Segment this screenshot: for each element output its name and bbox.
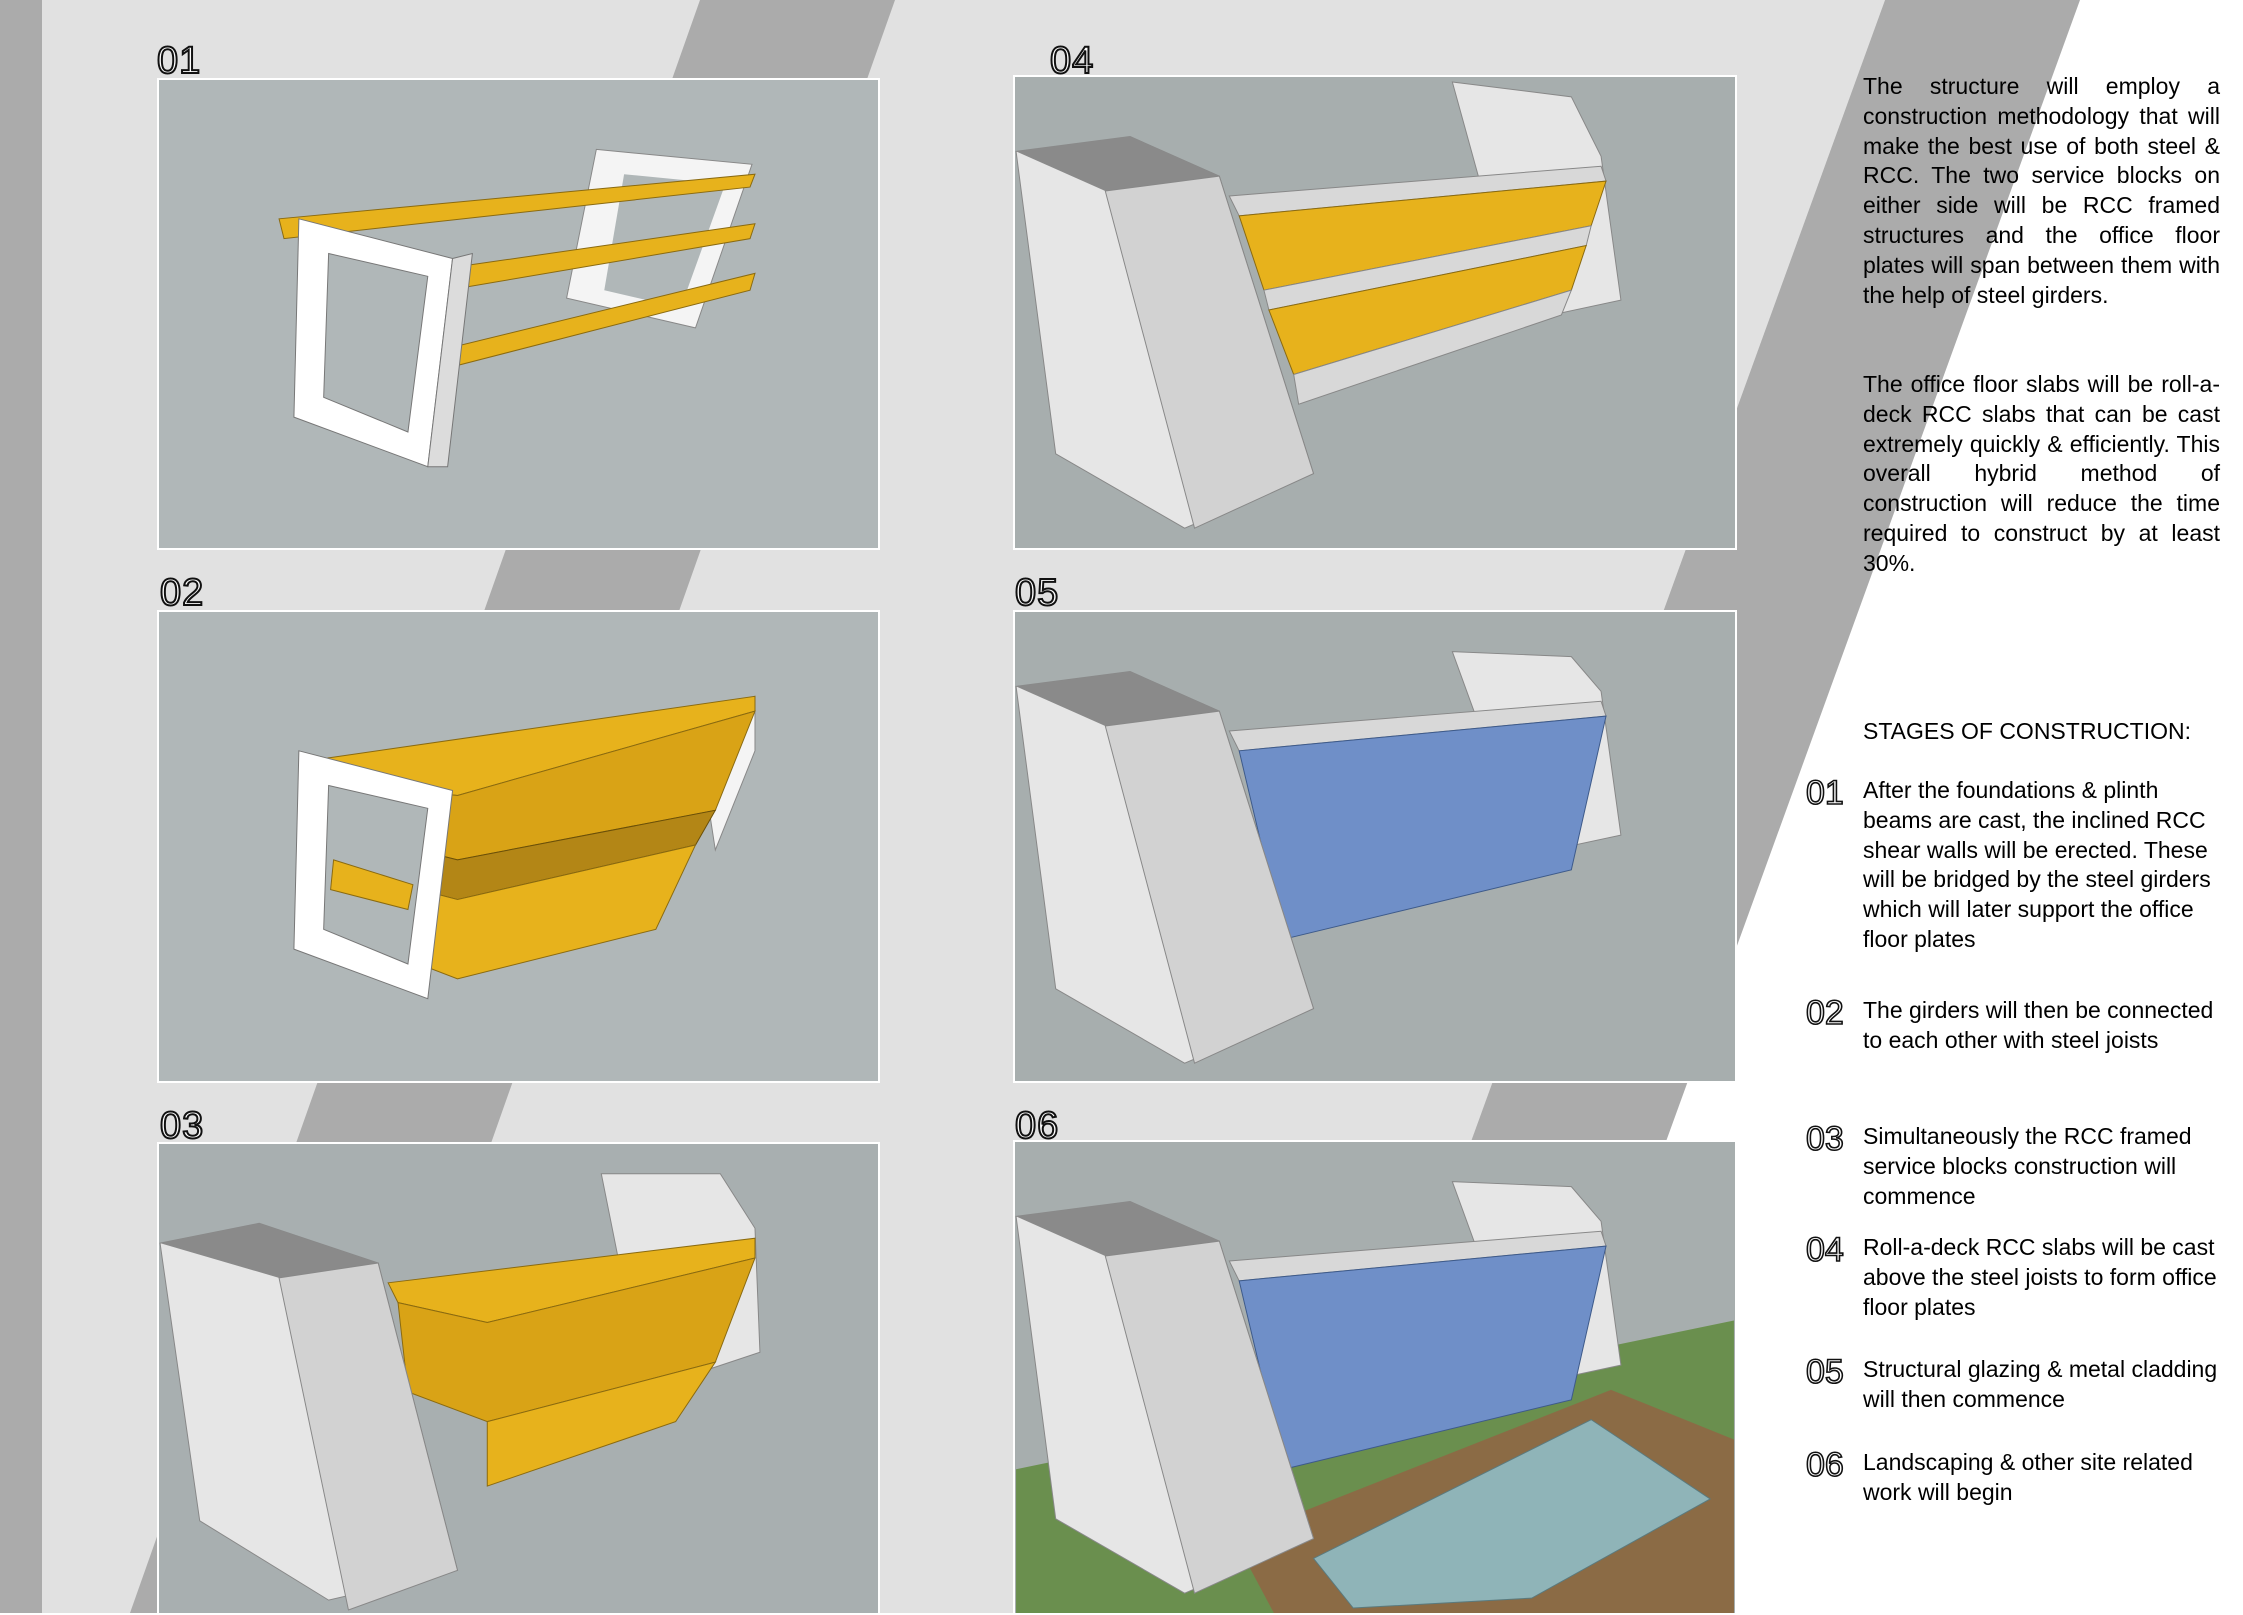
panel-number-01: 01: [156, 40, 202, 82]
intro-paragraph-2: The office floor slabs will be roll-a-de…: [1863, 371, 2220, 576]
stage-06-drawing: [1015, 1181, 1734, 1613]
stage-text: The girders will then be connected to ea…: [1863, 997, 2214, 1053]
intro-paragraph-1: The structure will employ a construction…: [1863, 73, 2220, 308]
stage-03-image: [157, 1142, 880, 1615]
stage-04-image: [1013, 75, 1737, 550]
stage-text: Simultaneously the RCC framed service bl…: [1863, 1123, 2192, 1209]
stage-02-image: [157, 610, 880, 1083]
stage-06-image: [1013, 1140, 1737, 1615]
panel-number-06: 06: [1014, 1105, 1060, 1147]
stage-number: 06: [1805, 1446, 1844, 1484]
panel-number-04: 04: [1049, 40, 1095, 82]
panel-number-05: 05: [1014, 572, 1060, 614]
stage-number: 04: [1805, 1231, 1844, 1269]
stage-number: 02: [1805, 994, 1844, 1032]
stage-04-drawing: [1015, 81, 1622, 529]
stage-01-image: [157, 78, 880, 550]
stage-number: 01: [1805, 774, 1844, 812]
stages-heading: STAGES OF CONSTRUCTION:: [1863, 718, 2191, 744]
panel-number-03: 03: [159, 1105, 205, 1147]
stage-number: 03: [1805, 1120, 1844, 1158]
stage-05-image: [1013, 610, 1737, 1083]
panel-number-02: 02: [159, 572, 205, 614]
stage-number: 05: [1805, 1353, 1844, 1391]
stage-text: Landscaping & other site related work wi…: [1863, 1449, 2193, 1505]
stage-text: Structural glazing & metal cladding will…: [1863, 1356, 2218, 1412]
stage-02-drawing: [293, 695, 756, 1000]
stage-text: After the foundations & plinth beams are…: [1863, 777, 2211, 952]
stage-01-drawing: [278, 148, 756, 468]
stage-05-drawing: [1015, 651, 1622, 1064]
stage-03-drawing: [159, 1173, 761, 1611]
stage-text: Roll-a-deck RCC slabs will be cast above…: [1863, 1234, 2217, 1320]
